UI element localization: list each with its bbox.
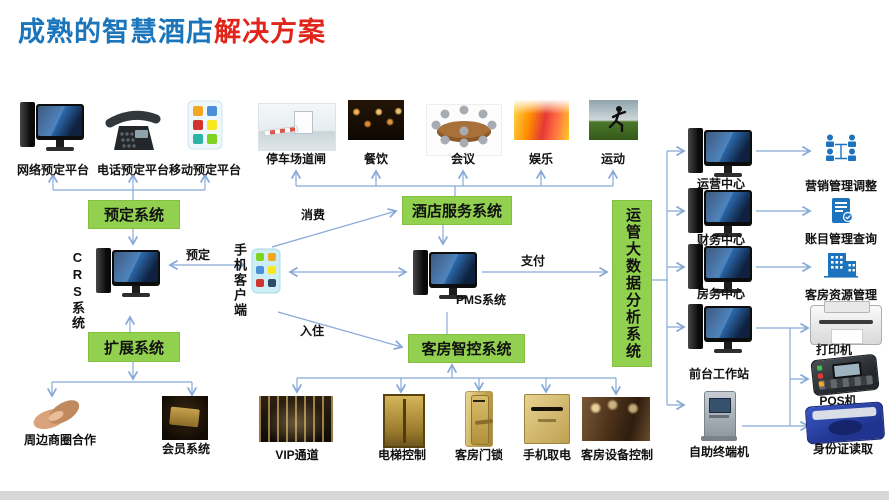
node-label-operation-center: 运营中心 (696, 177, 746, 191)
node-label-web-platform: 网络预定平台 (16, 163, 90, 177)
desktop-computer-icon (96, 246, 162, 300)
node-label-business-circle: 周边商圈合作 (23, 433, 97, 447)
page-title: 成熟的智慧酒店解决方案 (18, 10, 326, 49)
vip-lobby-image (259, 396, 333, 442)
flow-label-consume: 消费 (300, 208, 326, 222)
node-label-account-query: 账目管理查询 (804, 232, 878, 246)
node-label-phone-platform: 电话预定平台 (96, 163, 170, 177)
flow-label-pay: 支付 (520, 254, 546, 268)
member-card-icon (162, 396, 208, 440)
node-label-room-resource: 客房资源管理 (804, 288, 878, 302)
node-label-id-reader: 身份证读取 (812, 442, 874, 456)
node-label-member-system: 会员系统 (161, 442, 211, 456)
building-icon (822, 252, 860, 278)
big-data-system-box: 运管大数据分析系统 (612, 200, 652, 367)
id-card-reader-image (804, 401, 886, 445)
node-label-mobile-platform: 移动预定平台 (168, 163, 242, 177)
node-label-marketing-adjust: 营销管理调整 (804, 179, 878, 193)
org-people-icon (822, 133, 860, 163)
node-label-vip-channel: VIP通道 (275, 448, 319, 462)
node-label-front-desk: 前台工作站 (688, 367, 750, 381)
node-label-room-device-control: 客房设备控制 (580, 448, 654, 462)
node-label-crs-system: CRS系统 (70, 250, 85, 331)
booking-system-box: 预定系统 (88, 200, 180, 229)
flow-label-checkin: 入住 (299, 324, 325, 338)
extension-system-box: 扩展系统 (88, 332, 180, 362)
node-label-room-lock: 客房门锁 (454, 448, 504, 462)
restaurant-image (348, 100, 404, 140)
power-switch-image (524, 394, 570, 444)
door-lock-image (465, 391, 494, 447)
parking-gate-image (258, 103, 336, 151)
desktop-computer-icon (688, 242, 754, 296)
meeting-table-image (426, 104, 502, 156)
node-label-mobile-client: 手机客户端 (232, 243, 247, 318)
node-label-phone-power: 手机取电 (522, 448, 572, 462)
desktop-computer-icon (688, 126, 754, 180)
node-label-finance-center: 财务中心 (696, 233, 746, 247)
desktop-computer-icon (413, 248, 479, 302)
node-label-pms-system: PMS系统 (455, 293, 507, 307)
node-label-parking-gate: 停车场道闸 (265, 152, 327, 166)
printer-image (810, 301, 882, 345)
drinks-image (514, 100, 569, 140)
desktop-computer-icon (688, 302, 754, 356)
elevator-image (383, 394, 425, 448)
pos-terminal-image (810, 353, 880, 397)
node-label-printer: 打印机 (815, 343, 853, 357)
desktop-computer-icon (20, 100, 86, 154)
desktop-computer-icon (688, 186, 754, 240)
title-blue-part: 成熟的智慧酒店 (18, 17, 214, 47)
node-label-self-terminal: 自助终端机 (688, 445, 750, 459)
node-label-dining: 餐饮 (363, 152, 389, 166)
app-grid-icon (251, 248, 281, 294)
hotel-room-image (582, 397, 650, 441)
node-label-sports: 运动 (600, 152, 626, 166)
telephone-icon (104, 106, 162, 158)
room-control-system-box: 客房智控系统 (408, 334, 525, 363)
title-red-part: 解决方案 (214, 17, 326, 47)
node-label-meeting: 会议 (450, 152, 476, 166)
document-check-icon (824, 197, 858, 225)
node-label-elevator-control: 电梯控制 (377, 448, 427, 462)
mobile-app-icon (187, 100, 223, 150)
flow-label-book: 预定 (185, 248, 211, 262)
handshake-icon (30, 398, 84, 432)
hotel-service-system-box: 酒店服务系统 (402, 196, 512, 225)
runner-image (589, 100, 638, 140)
bottom-gray-bar (0, 491, 889, 500)
kiosk-icon (700, 391, 738, 441)
node-label-entertainment: 娱乐 (528, 152, 554, 166)
node-label-housekeeping-center: 房务中心 (696, 287, 746, 301)
